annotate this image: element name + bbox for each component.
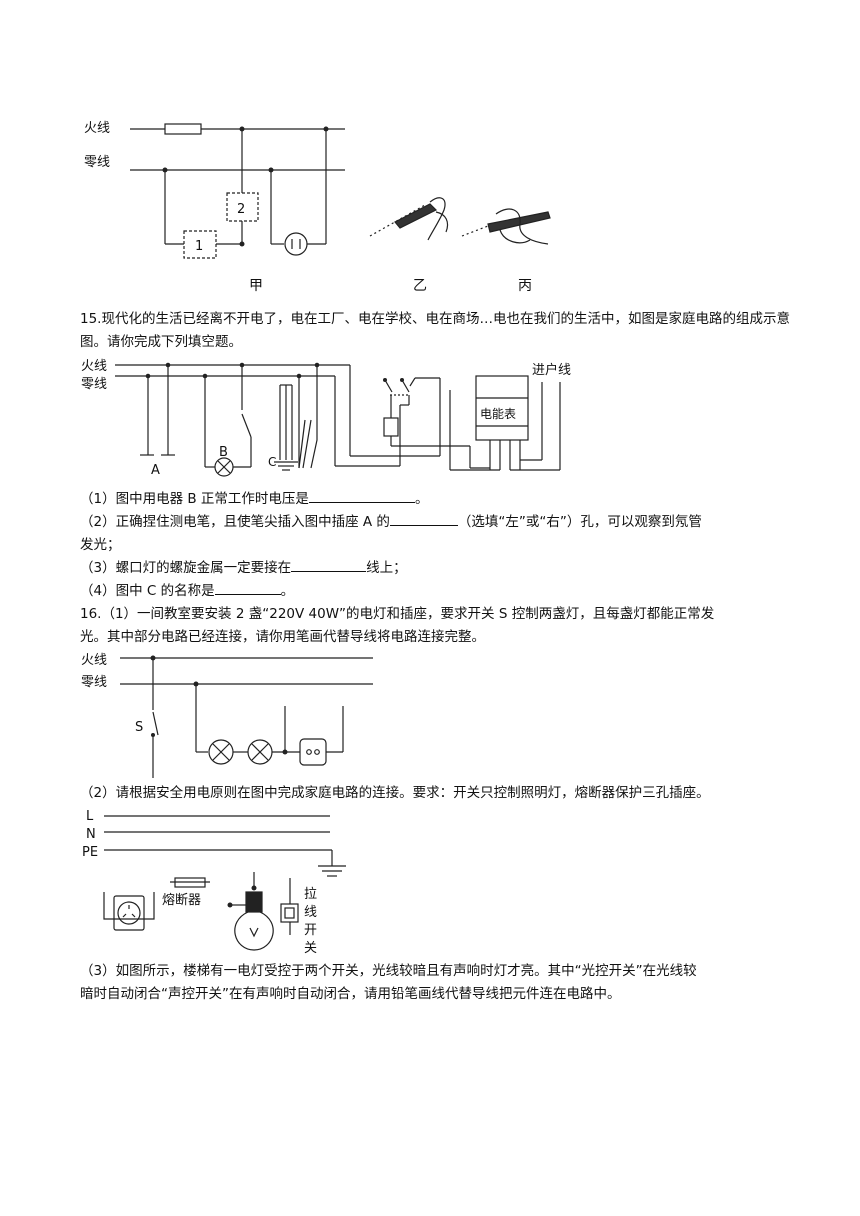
fig14-socket xyxy=(284,232,308,256)
q15-blank-4[interactable] xyxy=(214,580,281,595)
fig15-meter xyxy=(475,375,529,441)
fig14-fuse xyxy=(164,123,202,135)
q16-part1-line2: 光。其中部分电路已经连接，请你用笔画代替导线将电路连接完整。 xyxy=(80,629,485,645)
figure-16-1-circuit: 火线 零线 S xyxy=(81,653,373,778)
fig15-label-c: C xyxy=(268,455,276,469)
fig16b-n-label: N xyxy=(86,827,96,842)
fig14-label-yi: 乙 xyxy=(413,278,427,294)
fig15-fuse xyxy=(383,417,399,437)
fig15-entry-label: 进户线 xyxy=(532,362,571,378)
q15-part4: （4）图中 C 的名称是。 xyxy=(80,580,790,603)
fig14-pen-yi-icon xyxy=(369,197,449,241)
fig14-neutral-label: 零线 xyxy=(84,155,110,170)
q16-part3-line2: 暗时自动闭合“声控开关”在有声响时自动闭合，请用铅笔画线代替导线把元件连在电路中… xyxy=(80,986,621,1002)
figure-16-2-circuit: L N PE 熔断器 拉 线 开 关 xyxy=(82,809,346,956)
fig15-label-a: A xyxy=(151,463,160,478)
q15-blank-1[interactable] xyxy=(308,488,415,503)
q16-part1-line1: 16.（1）一间教室要安装 2 盏“220V 40W”的电灯和插座，要求开关 S… xyxy=(80,606,715,622)
q15-blank-3[interactable] xyxy=(291,557,367,572)
q15-part2: （2）正确捏住测电笔，且使笔尖插入图中插座 A 的（选填“左”或“右”）孔，可以… xyxy=(80,511,790,534)
q15-part3: （3）螺口灯的螺旋金属一定要接在线上； xyxy=(80,557,790,580)
fig14-label-bing: 丙 xyxy=(518,278,532,294)
fig15-meter-label: 电能表 xyxy=(480,407,516,421)
svg-text:线: 线 xyxy=(304,905,317,920)
fig16a-switch-label: S xyxy=(135,720,143,735)
fig14-box-2 xyxy=(226,192,259,222)
fig16b-fuse-label: 熔断器 xyxy=(162,893,201,908)
q15-part1: （1）图中用电器 B 正常工作时电压是。 xyxy=(80,488,790,511)
fig16b-pull-switch xyxy=(280,903,299,923)
q15-part2-line2: 发光； xyxy=(80,537,121,553)
fig16a-live-label: 火线 xyxy=(81,653,107,668)
fig15-live-label: 火线 xyxy=(81,359,107,374)
fig14-live-label: 火线 xyxy=(84,121,110,136)
fig14-pen-bing-icon xyxy=(461,208,551,245)
fig16a-neutral-label: 零线 xyxy=(81,675,107,690)
svg-text:开: 开 xyxy=(304,923,317,938)
svg-text:2: 2 xyxy=(237,202,245,217)
fig16b-pe-label: PE xyxy=(82,845,98,860)
figure-15-circuit: 火线 零线 进户线 A B C xyxy=(81,359,571,478)
svg-text:1: 1 xyxy=(195,239,203,254)
fig16b-bulb-icon xyxy=(227,872,274,951)
q15-blank-2[interactable] xyxy=(389,511,458,526)
fig16b-three-hole-socket xyxy=(113,895,145,931)
svg-text:拉: 拉 xyxy=(304,887,317,902)
q16-part2: （2）请根据安全用电原则在图中完成家庭电路的连接。要求：开关只控制照明灯，熔断器… xyxy=(80,785,710,801)
fig15-neutral-label: 零线 xyxy=(81,377,107,392)
fig16b-l-label: L xyxy=(86,809,94,824)
fig15-label-b: B xyxy=(219,445,228,460)
svg-text:关: 关 xyxy=(304,941,317,956)
fig14-label-jia: 甲 xyxy=(249,278,263,294)
q15-intro: 15.现代化的生活已经离不开电了，电在工厂、电在学校、电在商场…电也在我们的生活… xyxy=(80,311,790,350)
figure-14-circuit: 火线 零线 2 1 甲 乙 丙 xyxy=(84,121,551,294)
fig16a-socket xyxy=(299,738,327,766)
q16-part3-line1: （3）如图所示，楼梯有一电灯受控于两个开关，光线较暗且有声响时灯才亮。其中“光控… xyxy=(80,963,697,979)
